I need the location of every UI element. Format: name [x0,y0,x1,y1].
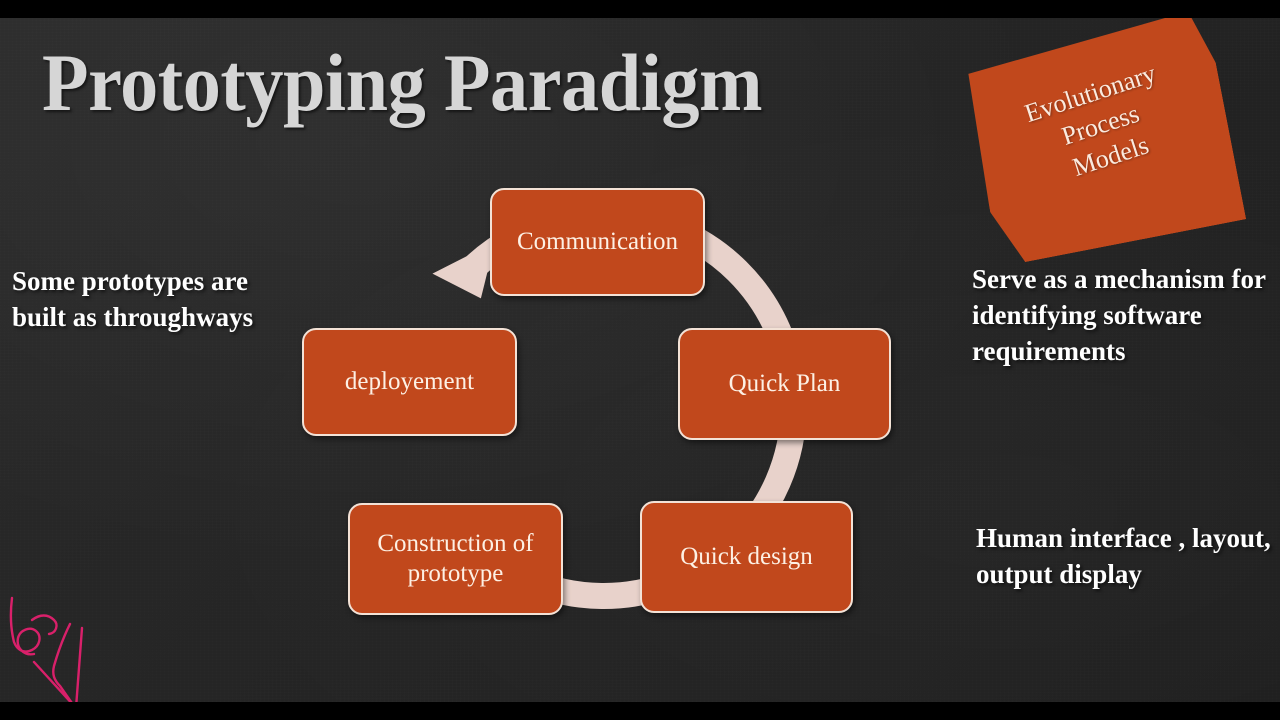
signature-stroke-v-right [75,626,84,702]
signature-stroke-loop [30,614,58,636]
signature-doodle [9,596,84,702]
signature-stroke-b [9,596,41,656]
letterbox-bar-top [0,0,1280,18]
cycle-node-deployement[interactable]: deployement [302,328,517,436]
cycle-node-quick-design[interactable]: Quick design [640,501,853,613]
prototyping-cycle-diagram: Communication Quick Plan Quick design Co… [302,176,891,636]
cycle-arrowhead [432,241,495,299]
right-note-mechanism: Serve as a mechanism for identifying sof… [972,264,1266,366]
page-title: Prototyping Paradigm [42,37,763,128]
letterbox-bar-bottom [0,702,1280,720]
cycle-node-construction-of-prototype[interactable]: Construction of prototype [348,503,563,615]
evolutionary-process-models-badge: Evolutionary Process Models [960,18,1246,267]
left-note: Some prototypes are built as throughways [12,266,254,332]
cycle-node-communication[interactable]: Communication [490,188,705,296]
right-note-interface: Human interface , layout, output display [976,523,1271,589]
slide-canvas: Prototyping Paradigm Evolutionary Proces… [0,18,1280,702]
cycle-node-quick-plan[interactable]: Quick Plan [678,328,891,440]
signature-stroke-v-left [32,660,73,702]
signature-stroke-slash [52,622,73,702]
